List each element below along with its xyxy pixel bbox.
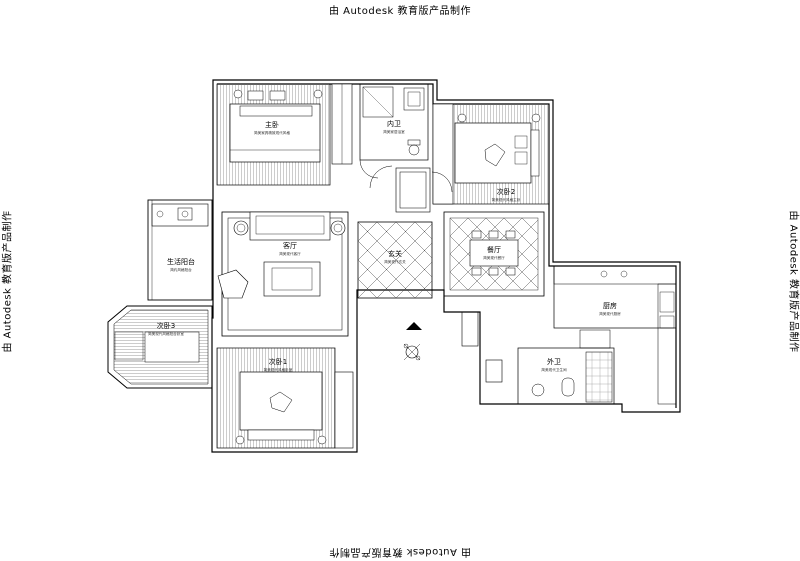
foyer — [404, 312, 502, 382]
bedroom3-daybed — [145, 332, 199, 362]
balcony-sink-counter — [152, 204, 208, 226]
kitchen-counter-side — [658, 284, 676, 404]
bedroom2-label: 次卧2 — [497, 187, 515, 196]
balcony-label: 生活阳台 — [167, 257, 195, 266]
guest-bath-basin — [532, 384, 544, 396]
living-room: 客厅 简美现代客厅 — [218, 212, 348, 336]
bedroom1-note: 简美现代风格卧室 — [264, 367, 293, 372]
master-bath-basin — [408, 92, 420, 106]
guest-bath-note: 简美现代卫生间 — [541, 367, 567, 372]
entry-arrow-icon — [406, 322, 422, 330]
bedroom3-note: 简美现代风格阳台卧室 — [148, 331, 184, 336]
kitchen-fridge — [580, 330, 610, 348]
guest-bath-toilet — [562, 378, 574, 396]
master-bath-toilet — [409, 145, 419, 155]
living-room-label: 客厅 — [283, 241, 297, 250]
entrance: 玄关 简美现代玄关 — [358, 222, 432, 298]
dining-room: 餐厅 简美现代餐厅 — [444, 212, 544, 296]
master-bedroom-note: 简美家具精致现代风格 — [254, 130, 290, 135]
master-bath: 内卫 简美家居浴室 — [360, 84, 428, 160]
dining-room-note: 简美现代餐厅 — [483, 255, 505, 260]
kitchen-label: 厨房 — [603, 301, 617, 310]
master-bed-headboard — [240, 106, 312, 116]
second-bedroom-1: 次卧1 简美现代风格卧室 — [217, 348, 353, 448]
kitchen-sink — [660, 292, 674, 312]
bedroom2-headboard — [531, 130, 539, 176]
master-bedroom: 主卧 简美家具精致现代风格 — [217, 84, 352, 185]
dining-room-label: 餐厅 — [487, 245, 501, 254]
guest-bath-label: 外卫 — [547, 357, 561, 366]
balcony-note: 简约风格阳台 — [170, 267, 192, 272]
second-bedroom-3: 次卧3 简美现代风格阳台卧室 — [108, 306, 212, 388]
bedroom2-wardrobe — [433, 104, 453, 204]
pillow-right — [270, 91, 285, 100]
entrance-note: 简美现代玄关 — [384, 259, 406, 264]
master-bath-note: 简美家居浴室 — [383, 129, 405, 134]
guest-bath-shower — [586, 352, 612, 402]
kitchen-note: 简美现代厨房 — [599, 311, 621, 316]
living-room-note: 简美现代客厅 — [279, 251, 301, 256]
bedroom2-note: 简美现代风格主卧 — [492, 197, 521, 202]
pillow-left — [248, 91, 263, 100]
bedroom1-label: 次卧1 — [269, 357, 287, 366]
living-side-table-left — [234, 221, 248, 235]
bedroom1-wardrobe — [335, 372, 353, 448]
bedroom1-headboard — [248, 430, 314, 440]
shoe-cabinet — [462, 312, 478, 346]
master-bath-label: 内卫 — [387, 119, 401, 128]
nightstand-lamp-right — [314, 90, 322, 98]
kitchen-counter-top — [554, 266, 676, 284]
guest-bath: 外卫 简美现代卫生间 — [518, 348, 614, 404]
bedroom3-label: 次卧3 — [157, 321, 175, 330]
balcony-sink — [178, 208, 192, 220]
living-armchair — [218, 270, 248, 298]
second-bedroom-2: 次卧2 简美现代风格主卧 — [433, 104, 549, 204]
master-bedroom-label: 主卧 — [265, 120, 279, 129]
living-coffee-table — [264, 262, 320, 296]
living-side-table-right — [331, 221, 345, 235]
nightstand-lamp-left — [234, 90, 242, 98]
kitchen: 厨房 简美现代厨房 — [554, 266, 676, 404]
life-balcony: 生活阳台 简约风格阳台 — [148, 200, 212, 300]
entrance-label: 玄关 — [388, 249, 402, 258]
